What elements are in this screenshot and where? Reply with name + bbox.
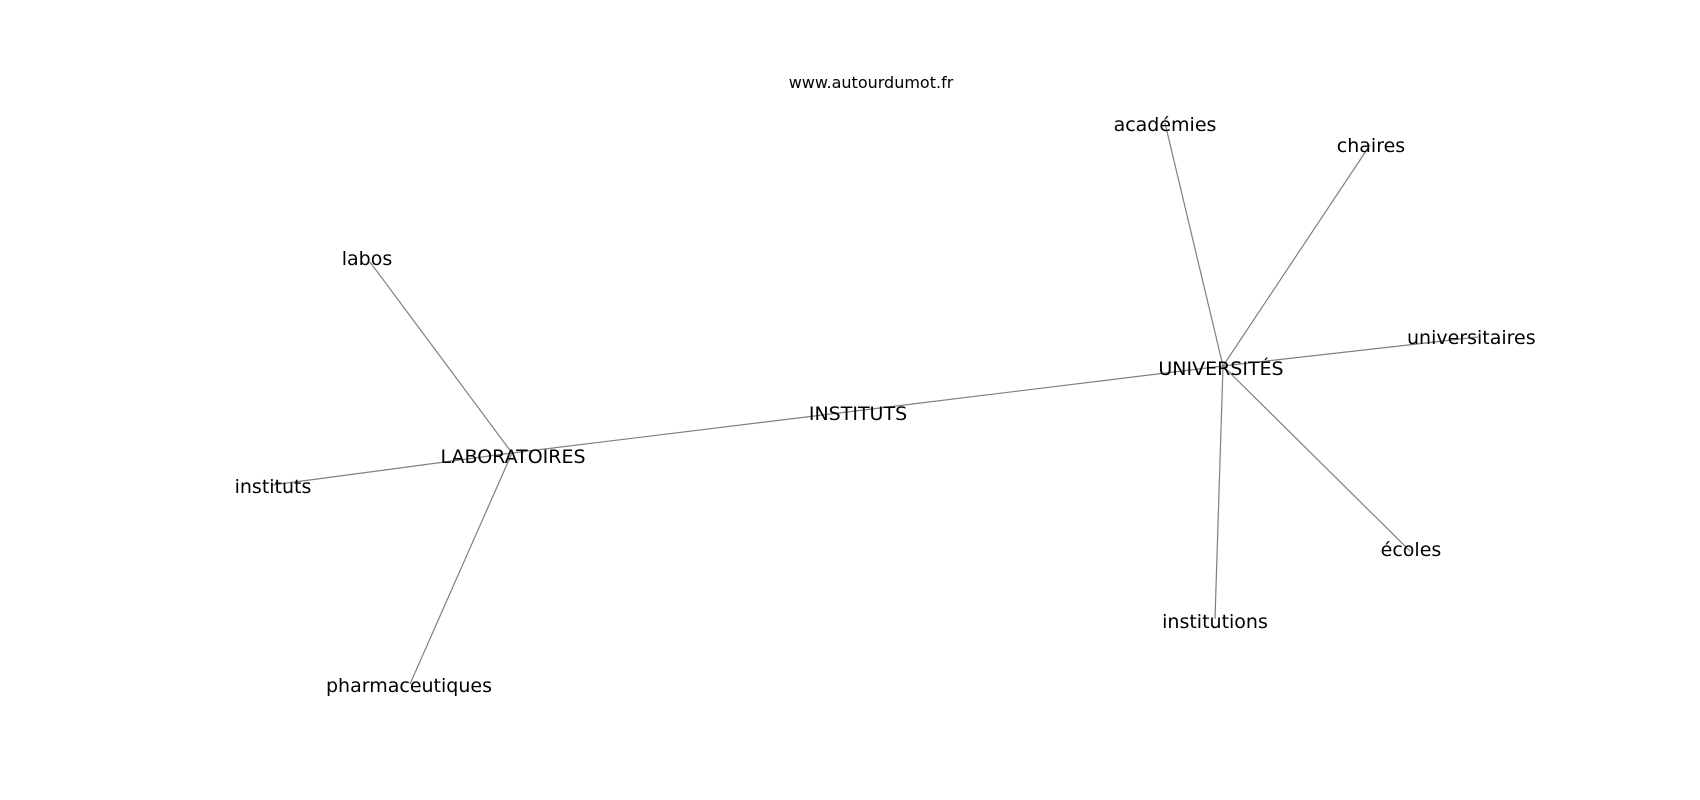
edges bbox=[271, 122, 1479, 685]
edge-universites-academies bbox=[1164, 122, 1224, 367]
node-instituts: instituts bbox=[235, 476, 312, 498]
node-labos: labos bbox=[342, 248, 393, 270]
node-pharmaceutiques: pharmaceutiques bbox=[326, 675, 492, 697]
edge-laboratoires-universites bbox=[511, 365, 1224, 454]
node-ecoles: écoles bbox=[1381, 539, 1442, 561]
source-label: www.autourdumot.fr bbox=[789, 73, 954, 92]
edge-universites-universitaires bbox=[1222, 336, 1479, 367]
node-universites: UNIVERSITÉS bbox=[1158, 357, 1283, 380]
edge-universites-institutions bbox=[1214, 365, 1224, 620]
edge-universites-chaires bbox=[1222, 144, 1371, 367]
node-academies: académies bbox=[1114, 114, 1217, 136]
edge-universites-ecoles bbox=[1222, 365, 1411, 552]
edge-laboratoires-labos bbox=[369, 261, 513, 454]
node-chaires: chaires bbox=[1337, 135, 1405, 157]
nodes: INSTITUTS LABORATOIRES UNIVERSITÉS labos… bbox=[235, 114, 1536, 697]
node-universitaires: universitaires bbox=[1407, 327, 1536, 349]
node-instituts-center: INSTITUTS bbox=[809, 403, 907, 425]
node-institutions: institutions bbox=[1162, 611, 1268, 633]
edge-laboratoires-pharmaceutiques bbox=[409, 452, 513, 685]
edge-laboratoires-instituts bbox=[271, 452, 513, 486]
node-laboratoires: LABORATOIRES bbox=[440, 446, 585, 468]
